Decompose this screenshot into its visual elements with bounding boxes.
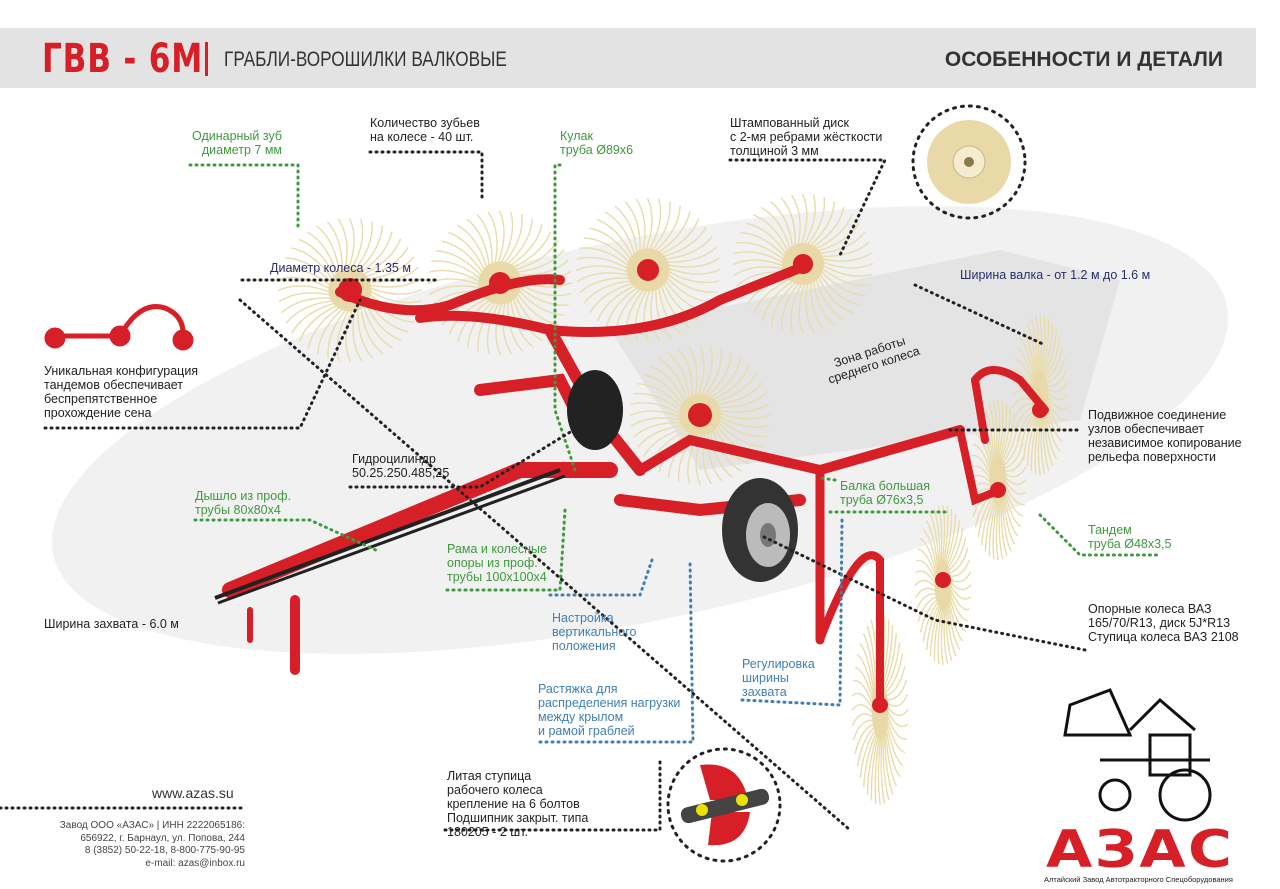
tractor-logo [1063,688,1212,822]
rake-wheel [629,344,771,486]
callout-line: между крылом [538,710,624,724]
disc-inset [911,104,1027,220]
callout-line: рельефа поверхности [1088,450,1217,464]
callout-line: распределения нагрузки [538,696,681,710]
company-line: 8 (3852) 50-22-18, 8-800-775-90-95 [84,845,245,856]
company-line: e-mail: azas@inbox.ru [145,857,245,869]
callout-tooth-line: диаметр 7 мм [201,143,283,157]
title-separator [205,42,208,76]
callout-line: рабочего колеса [447,783,543,797]
hub-inset [666,747,782,863]
callout-line: Настройка [552,611,614,625]
callout-line: с 2-мя ребрами жёсткости [730,130,883,144]
callout-line: труба Ø48х3,5 [1088,537,1172,551]
callout-line: Опорные колеса ВАЗ [1088,602,1212,616]
callout-line: захвата [742,685,787,699]
hydraulic-hoses [214,468,561,600]
frame [222,263,1049,704]
callout-support-wheels: Опорные колеса ВАЗ 165/70/R13, диск 5J*R… [1088,602,1239,644]
callout-drawbar: Дышло из проф. трубы 80х80х4 [195,489,291,517]
callout-line: вертикального [552,625,637,639]
callout-line: опоры из проф. [447,556,538,570]
callout-cam: Кулак труба Ø89х6 [560,129,633,157]
callout-line: Ступица колеса ВАЗ 2108 [1088,630,1239,644]
brand-tagline: Алтайский Завод Автотракторного Спецобор… [1044,875,1233,884]
callout-line: тандемов обеспечивает [44,378,184,392]
callout-line: труба Ø89х6 [560,143,634,157]
callout-line: Литая ступица [447,769,532,783]
callout-line: независимое копирование [1088,436,1242,450]
callout-big-beam: Балка большая труба Ø76х3,5 [840,479,930,507]
callout-width-adj: Регулировка ширины захвата [742,657,815,699]
callout-line: беспрепятственное [44,392,158,406]
callout-line: Гидроцилиндр [352,452,436,466]
callout-line: Дышло из проф. [195,489,291,503]
header-bar [0,28,1256,88]
callout-wheel-diameter: Диаметр колеса - 1.35 м [270,261,411,275]
callout-vertical-adj: Настройка вертикального положения [552,611,636,653]
callout-line: 180205 - 2 шт. [447,825,529,839]
company-info: Завод ООО «АЗАС» | ИНН 2222065186: 65692… [60,820,245,870]
rake-wheel [575,197,721,343]
callout-line: Кулак [560,129,593,143]
callout-frame: Рама и колесные опоры из проф. трубы 100… [447,542,547,584]
rake-wheel [914,504,972,666]
features-heading: ОСОБЕННОСТИ И ДЕТАЛИ [944,48,1223,71]
callout-line: положения [552,639,616,653]
callout-line: и рамой граблей [538,724,635,738]
callout-line: прохождение сена [44,406,152,420]
callout-line: Количество зубьев [370,116,480,130]
callout-line: Уникальная конфигурация [44,364,199,378]
callout-hydro-cylinder: Гидроцилиндр 50.25.250.485,25 [352,452,449,480]
callout-hub: Литая ступица рабочего колеса крепление … [447,769,588,839]
callout-line: Тандем [1088,523,1132,537]
callout-tooth-line: Одинарный зуб [192,129,283,143]
callout-teeth-count: Количество зубьев на колесе - 40 шт. [370,116,480,144]
callout-line: Подшипник закрыт. типа [447,811,589,825]
model-title: ГВВ - 6М [42,36,204,82]
callout-tooth: Одинарный зуб диаметр 7 мм [192,129,282,157]
website-link[interactable]: www.azas.su [152,785,234,801]
product-subtitle: ГРАБЛИ-ВОРОШИЛКИ ВАЛКОВЫЕ [224,48,507,71]
rake-wheel [1011,314,1069,476]
callout-disc: Штампованный диск с 2-мя ребрами жёсткос… [730,116,882,158]
callout-line: крепление на 6 болтов [447,797,580,811]
callout-line: 165/70/R13, диск 5J*R13 [1088,616,1231,630]
callout-line: Растяжка для [538,682,618,696]
leader-lines [0,150,1162,832]
callout-line: Балка большая [840,479,931,493]
callout-line: на колесе - 40 шт. [370,130,474,144]
callout-line: 50.25.250.485,25 [352,466,450,480]
callout-line: Подвижное соединение [1088,408,1227,422]
callout-line: толщиной 3 мм [730,144,819,158]
rake-wheel [851,614,909,806]
brand-logo: АЗАС [1046,820,1235,880]
callout-tandem: Тандем труба Ø48х3,5 [1088,523,1171,551]
tandem-thumbnail [44,304,194,351]
callout-work-width: Ширина захвата - 6.0 м [44,617,179,631]
callout-line: труба Ø76х3,5 [840,493,924,507]
callout-line: Регулировка [742,657,815,671]
wheel-hubs [338,254,1048,713]
company-line: 656922, г. Барнаул, ул. Попова, 244 [80,832,245,844]
callout-line: узлов обеспечивает [1088,422,1205,436]
callout-line: трубы 80х80х4 [195,503,281,517]
callout-mobile-joint: Подвижное соединение узлов обеспечивает … [1088,408,1242,464]
callout-line: Рама и колесные [447,542,547,556]
callout-line: Штампованный диск [730,116,850,130]
callout-roll-width: Ширина валка - от 1.2 м до 1.6 м [960,268,1151,282]
support-wheel [722,478,798,582]
hydraulic-drum [567,370,623,450]
company-line: Завод ООО «АЗАС» | ИНН 2222065186: [59,820,245,831]
callout-tandem-config: Уникальная конфигурация тандемов обеспеч… [44,364,198,420]
callout-line: ширины [742,671,789,685]
callout-brace: Растяжка для распределения нагрузки межд… [538,682,680,738]
callout-line: трубы 100х100х4 [447,570,547,584]
